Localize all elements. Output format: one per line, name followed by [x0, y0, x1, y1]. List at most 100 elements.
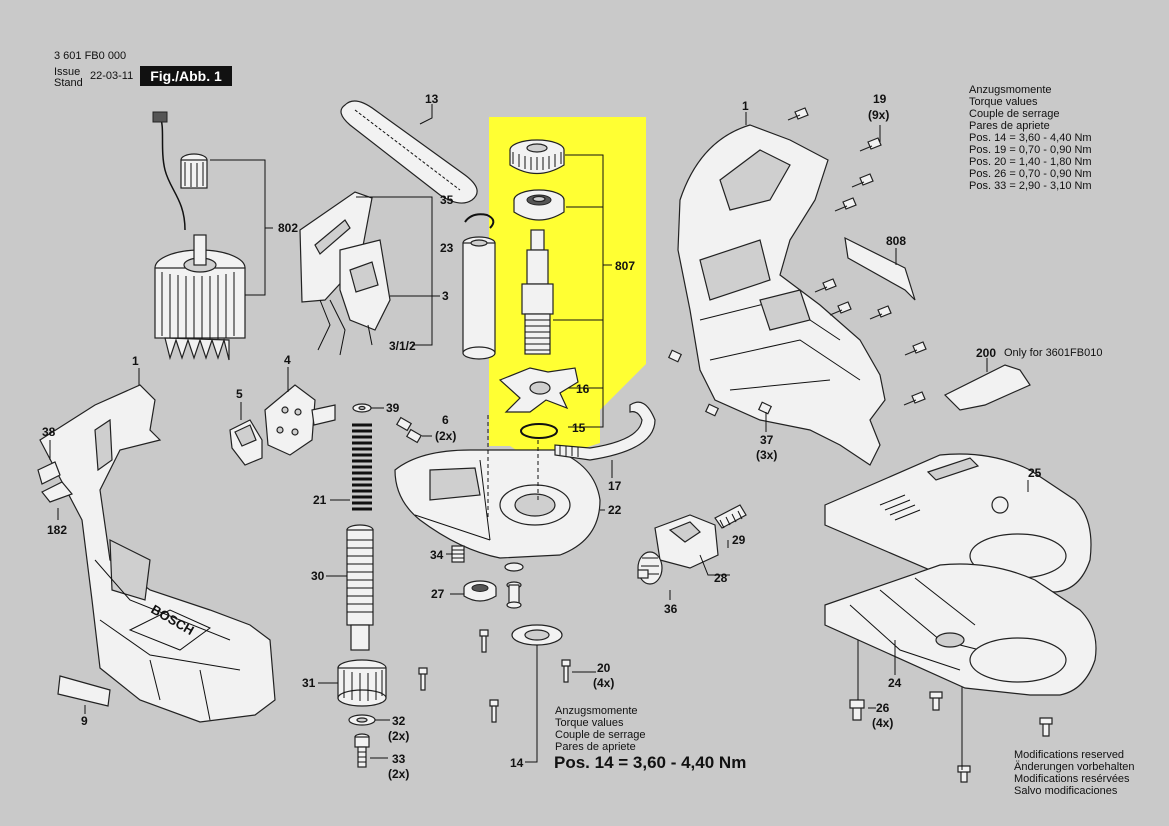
label-33-qty: (2x)	[388, 767, 409, 781]
label-20: 20	[597, 661, 611, 675]
torque-highlight: Pos. 14 = 3,60 - 4,40 Nm	[554, 753, 747, 772]
button-5-part	[229, 419, 263, 466]
label-23: 23	[440, 241, 454, 255]
spring-21-part	[352, 423, 372, 511]
sleeve-23-part	[462, 236, 496, 360]
base-22-part	[394, 449, 601, 559]
plate-9-part	[57, 675, 111, 707]
knob-31-part	[337, 659, 387, 707]
torque-line: Pares de apriete	[969, 120, 1050, 132]
pad-38-part	[37, 461, 61, 485]
washer-39-part	[352, 403, 372, 413]
label-37-qty: (3x)	[756, 448, 777, 462]
torque-line: Couple de serrage	[969, 108, 1060, 120]
label-26-qty: (4x)	[872, 716, 893, 730]
label-24: 24	[888, 676, 902, 690]
modifications-note: Modifications reserved Änderungen vorbeh…	[1014, 749, 1134, 797]
setscrew-34-part	[451, 545, 465, 563]
label-34: 34	[430, 548, 444, 562]
screw-29-part	[714, 504, 747, 529]
torque-line: Couple de serrage	[555, 729, 646, 741]
housing-1-right-part	[677, 124, 886, 466]
label-30: 30	[311, 569, 325, 583]
modification-line: Salvo modificaciones	[1014, 785, 1118, 797]
label-1-right: 1	[742, 99, 749, 113]
label-21: 21	[313, 493, 327, 507]
label-3-1-2: 3/1/2	[389, 339, 416, 353]
circlip-15-part	[520, 423, 558, 439]
bearing-14-area-part	[511, 624, 563, 646]
label-26: 26	[876, 701, 890, 715]
torque-value: Pos. 20 = 1,40 - 1,80 Nm	[969, 156, 1092, 168]
motor-802-part	[152, 111, 246, 361]
note-200: Only for 3601FB010	[1004, 347, 1102, 359]
label-802: 802	[278, 221, 298, 235]
label-14: 14	[510, 756, 524, 770]
label-1-left: 1	[132, 354, 139, 368]
torque-value: Pos. 33 = 2,90 - 3,10 Nm	[969, 180, 1092, 192]
label-39: 39	[386, 401, 400, 415]
pin-6-part	[395, 416, 423, 444]
label-29: 29	[732, 533, 746, 547]
label-31: 31	[302, 676, 316, 690]
modification-line: Modifications resérvées	[1014, 773, 1130, 785]
screws-group	[418, 629, 1053, 783]
label-808: 808	[886, 234, 906, 248]
washer-small-part	[504, 562, 524, 609]
label-32: 32	[392, 714, 406, 728]
label-6-qty: (2x)	[435, 429, 456, 443]
label-15: 15	[572, 421, 586, 435]
torque-line: Torque values	[969, 96, 1038, 108]
washer-32-part	[348, 714, 376, 726]
housing-1-left-part	[39, 384, 276, 723]
issue-label: Issue	[54, 66, 81, 78]
torque-line: Torque values	[555, 717, 624, 729]
threaded-rod-30-part	[346, 524, 374, 651]
torque-values-top: Anzugsmomente Torque values Couple de se…	[969, 84, 1092, 192]
label-17: 17	[608, 479, 622, 493]
torque-values-bottom: Anzugsmomente Torque values Couple de se…	[555, 705, 646, 753]
clamp-28-part	[654, 514, 719, 569]
label-27: 27	[431, 587, 445, 601]
spindle-807-part	[521, 229, 554, 355]
label-33: 33	[392, 752, 406, 766]
bearing-27-part	[463, 580, 497, 602]
circlip-35-part	[464, 213, 495, 229]
clamp-17-part	[554, 401, 656, 461]
label-36: 36	[664, 602, 678, 616]
switch-board-3-part	[299, 191, 391, 356]
screw-33-part	[354, 733, 370, 768]
torque-line: Pares de apriete	[555, 741, 636, 753]
label-6: 6	[442, 413, 449, 427]
label-38: 38	[42, 425, 56, 439]
torque-value: Pos. 14 = 3,60 - 4,40 Nm	[969, 132, 1092, 144]
belt-13-part	[340, 100, 478, 204]
label-20-qty: (4x)	[593, 676, 614, 690]
label-5: 5	[236, 387, 243, 401]
stand-label: Stand	[54, 77, 83, 89]
label-13: 13	[425, 92, 439, 106]
screws-19-group	[787, 107, 927, 406]
label-35: 35	[440, 193, 454, 207]
label-4: 4	[284, 353, 291, 367]
plate-808-part	[844, 236, 916, 301]
torque-value: Pos. 26 = 0,70 - 0,90 Nm	[969, 168, 1092, 180]
pad-182-part	[41, 481, 74, 503]
torque-line: Anzugsmomente	[969, 84, 1052, 96]
modification-line: Modifications reserved	[1014, 749, 1125, 761]
baseplate-24-part	[824, 563, 1097, 696]
switch-4-part	[264, 384, 336, 456]
lock-plate-16-part	[498, 367, 579, 413]
torque-line: Anzugsmomente	[555, 705, 638, 717]
label-3: 3	[442, 289, 449, 303]
issue-date: 22-03-11	[90, 70, 134, 82]
bushings-37-group	[667, 349, 773, 417]
label-22: 22	[608, 503, 622, 517]
label-182: 182	[47, 523, 67, 537]
label-19: 19	[873, 92, 887, 106]
gear-807-part	[509, 139, 565, 175]
knob-36-part	[637, 551, 663, 585]
label-37: 37	[760, 433, 774, 447]
